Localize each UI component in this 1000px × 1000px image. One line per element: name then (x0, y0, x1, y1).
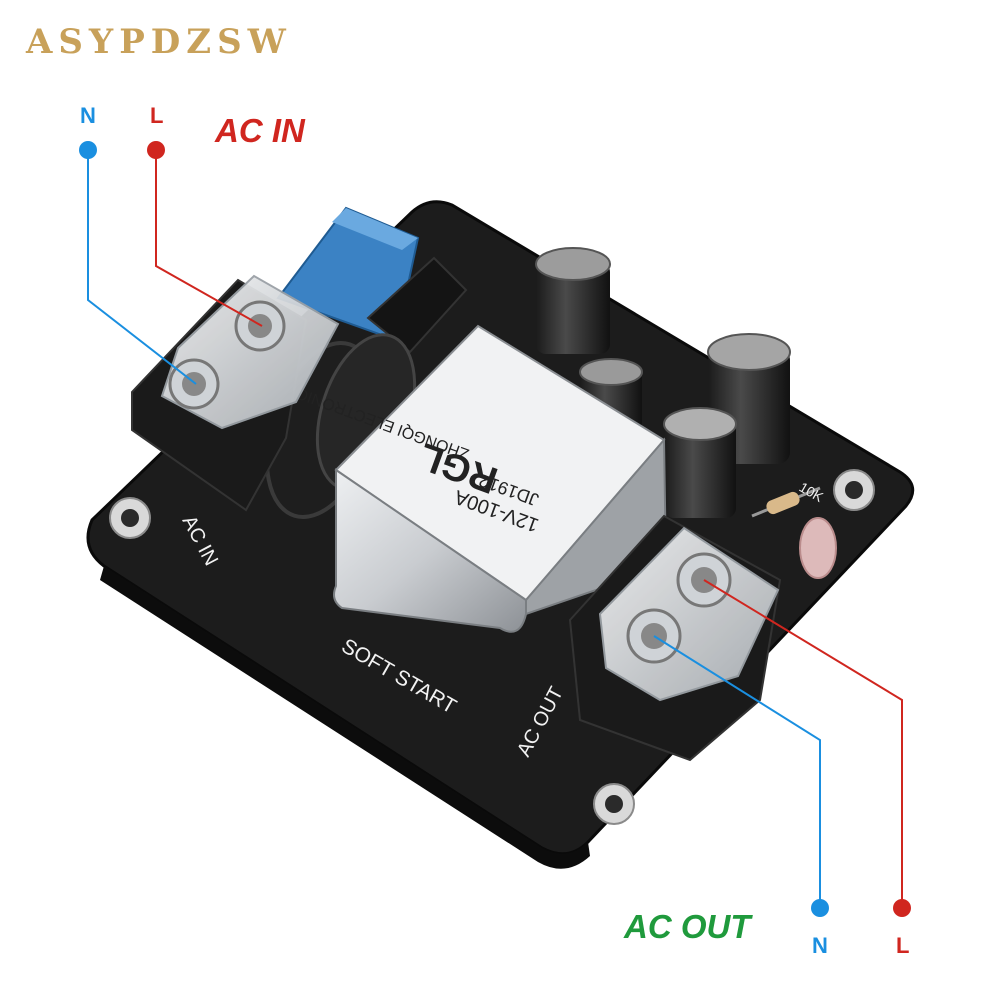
ac-in-title: AC IN (215, 112, 305, 149)
output-live-label: L (896, 933, 910, 958)
mounting-hole-icon (109, 469, 875, 825)
brand-watermark: ASYPDZSW (26, 22, 292, 62)
output-neutral-label: N (812, 933, 828, 958)
output-terminal-block (568, 514, 782, 762)
input-neutral-wire (79, 141, 197, 385)
input-neutral-label: N (80, 103, 96, 128)
output-neutral-wire (653, 635, 829, 917)
output-live-wire (703, 579, 911, 917)
electrolytic-capacitor (535, 247, 791, 518)
input-live-label: L (150, 103, 164, 128)
led-icon (799, 517, 837, 579)
input-live-wire (147, 141, 263, 327)
ac-out-title: AC OUT (624, 908, 751, 945)
